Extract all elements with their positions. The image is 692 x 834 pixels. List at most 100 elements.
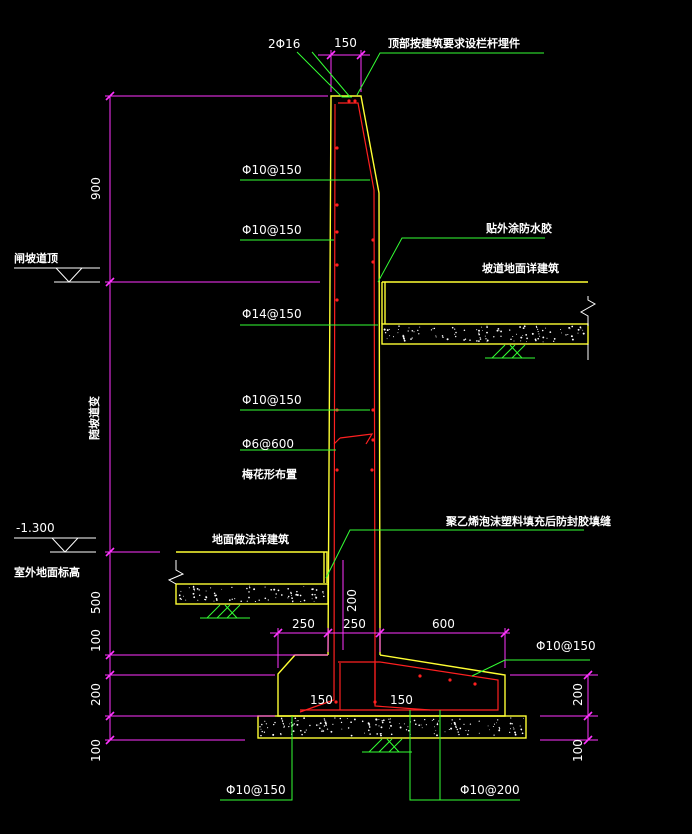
hatch-speck: [537, 331, 539, 333]
hatch-speck: [430, 329, 433, 331]
hatch-speck: [322, 592, 324, 594]
rebar-dot: [371, 408, 375, 412]
hatch-speck: [408, 327, 410, 329]
dim-250b: 250: [343, 617, 366, 631]
hatch-speck: [497, 328, 500, 330]
base-rebar: [300, 661, 499, 711]
dim-100-right: 100: [571, 739, 585, 762]
rebar-dot: [335, 203, 339, 207]
rebar-dot: [335, 298, 339, 302]
hatch-speck: [498, 729, 501, 732]
hatch-speck: [498, 726, 500, 729]
ground-base: [175, 583, 329, 605]
hatch-speck: [368, 729, 370, 732]
hatch-speck: [283, 725, 285, 727]
elevation-mark-icon: [14, 537, 96, 553]
rebar-label-4: Φ10@150: [242, 393, 302, 407]
hatch-speck: [264, 597, 267, 600]
top-bar-label: 2Φ16: [268, 37, 300, 51]
hatch-speck: [388, 718, 390, 720]
hatch-speck: [261, 723, 263, 726]
hatch-speck: [179, 597, 182, 600]
hatch-speck: [463, 339, 465, 341]
hatch-speck: [382, 719, 385, 722]
hatch-speck: [454, 723, 457, 726]
hatch-speck: [525, 334, 528, 336]
hatch-speck: [296, 723, 299, 726]
hatch-speck: [288, 725, 290, 728]
hatch-speck: [570, 335, 573, 338]
hatch-speck: [193, 588, 195, 591]
hatch-speck: [523, 325, 526, 328]
hatch-speck: [270, 588, 273, 591]
hatch-speck: [467, 733, 469, 736]
hatch-speck: [303, 586, 305, 587]
hatch-speck: [545, 327, 547, 329]
hatch-speck: [197, 599, 199, 601]
hatch-speck: [228, 599, 231, 601]
hatch-speck: [369, 733, 371, 735]
hatch-speck: [407, 729, 410, 732]
hatch-speck: [526, 341, 527, 343]
hatch-speck: [510, 717, 512, 719]
hatch-speck: [539, 335, 541, 337]
elevation-mark-icon: [14, 267, 100, 283]
hatch-speck: [324, 719, 326, 721]
hatch-speck: [261, 730, 263, 733]
hatch-speck: [560, 329, 561, 330]
hatch-speck: [312, 588, 315, 590]
hatch-speck: [264, 720, 266, 722]
hatch-speck: [318, 724, 320, 726]
hatch-speck: [293, 723, 295, 725]
hatch-speck: [248, 596, 250, 599]
hatch-speck: [295, 720, 297, 722]
hatch-speck: [431, 719, 433, 721]
hatch-speck: [478, 329, 480, 332]
hatch-speck: [267, 727, 269, 729]
hatch-speck: [469, 723, 472, 725]
hatch-speck: [389, 727, 390, 729]
hatch-speck: [260, 734, 262, 737]
hatch-speck: [448, 728, 450, 731]
base-right-rebar-label: Φ10@200: [460, 783, 520, 797]
hatch-speck: [281, 718, 283, 720]
hatch-speck: [192, 586, 195, 588]
hatch-speck: [315, 589, 318, 591]
hatch-speck: [213, 600, 215, 602]
hatch-speck: [289, 723, 291, 725]
hatch-speck: [535, 339, 537, 342]
hatch-speck: [498, 330, 500, 332]
hatch-speck: [542, 336, 545, 339]
hatch-speck: [468, 730, 470, 732]
hatch-speck: [375, 718, 378, 721]
rebar-label-5-note: 梅花形布置: [242, 467, 297, 481]
hatch-speck: [582, 329, 584, 331]
hatch-speck: [421, 727, 423, 729]
hatch-speck: [192, 592, 195, 595]
hatch-speck: [320, 730, 323, 732]
hatch-speck: [386, 329, 389, 332]
hatch-speck: [364, 732, 366, 734]
hatch-speck: [392, 336, 395, 338]
hatch-speck: [375, 724, 377, 726]
rebar-dot: [371, 238, 375, 242]
hatch-speck: [521, 732, 524, 735]
hatch-speck: [326, 728, 329, 730]
waterstop-note: 贴外涂防水胶: [485, 221, 552, 235]
hatch-speck: [536, 326, 538, 329]
rebar-dot: [335, 468, 339, 472]
hatch-speck: [441, 335, 444, 337]
hatch-speck: [478, 720, 480, 722]
hatch-speck: [580, 328, 582, 330]
hatch-speck: [479, 338, 482, 340]
hatch-speck: [487, 725, 489, 727]
rebar-dot: [353, 99, 357, 103]
hatch-speck: [542, 341, 544, 343]
hatch-speck: [515, 333, 518, 335]
dim-100b: 100: [89, 739, 103, 762]
hatch-speck: [259, 726, 261, 728]
hatch-speck: [272, 733, 275, 736]
hatch-speck: [214, 594, 217, 597]
hatch-speck: [196, 588, 199, 590]
hatch-speck: [305, 729, 307, 731]
